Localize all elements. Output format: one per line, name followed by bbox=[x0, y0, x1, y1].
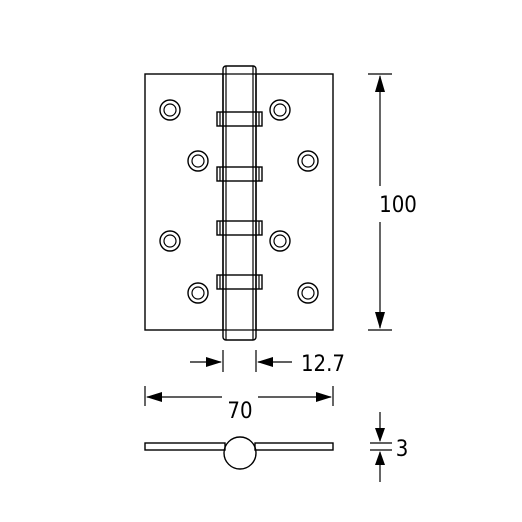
arrow-left-icon bbox=[146, 392, 162, 402]
height-label: 100 bbox=[379, 193, 417, 218]
thickness-dimension: 3 bbox=[370, 412, 408, 482]
arrow-down-icon bbox=[375, 312, 385, 329]
bearing-bands bbox=[216, 111, 263, 290]
screw-hole bbox=[187, 282, 209, 304]
hinge-leaf-left-profile bbox=[144, 442, 226, 451]
screw-hole bbox=[187, 150, 209, 172]
hinge-side-view bbox=[144, 436, 334, 470]
arrow-right-icon bbox=[206, 357, 222, 367]
hinge-leaf-left bbox=[144, 73, 224, 331]
width-label: 70 bbox=[227, 399, 252, 424]
hinge-knuckle bbox=[222, 65, 257, 341]
hinge-knuckle-profile bbox=[223, 436, 257, 470]
screw-hole bbox=[269, 99, 291, 121]
screw-hole bbox=[159, 99, 181, 121]
bearing-band bbox=[216, 220, 263, 236]
arrow-up-icon bbox=[375, 451, 385, 465]
width-dimension: 70 bbox=[144, 386, 334, 424]
arrow-left-icon bbox=[257, 357, 273, 367]
screw-hole bbox=[297, 150, 319, 172]
hinge-leaf-right-profile bbox=[254, 442, 334, 451]
bearing-band bbox=[216, 111, 263, 127]
screw-hole bbox=[269, 230, 291, 252]
arrow-down-icon bbox=[375, 428, 385, 442]
knuckle-width-label: 12.7 bbox=[301, 352, 345, 377]
hinge-leaf-right bbox=[255, 73, 334, 331]
arrow-up-icon bbox=[375, 75, 385, 92]
screw-hole bbox=[159, 230, 181, 252]
height-dimension: 100 bbox=[368, 73, 417, 331]
bearing-band bbox=[216, 166, 263, 182]
knuckle-width-dimension: 12.7 bbox=[190, 350, 345, 377]
screw-hole bbox=[297, 282, 319, 304]
bearing-band bbox=[216, 274, 263, 290]
arrow-right-icon bbox=[316, 392, 332, 402]
screw-holes bbox=[159, 99, 319, 304]
thickness-label: 3 bbox=[396, 437, 409, 462]
hinge-front-view bbox=[144, 65, 334, 341]
